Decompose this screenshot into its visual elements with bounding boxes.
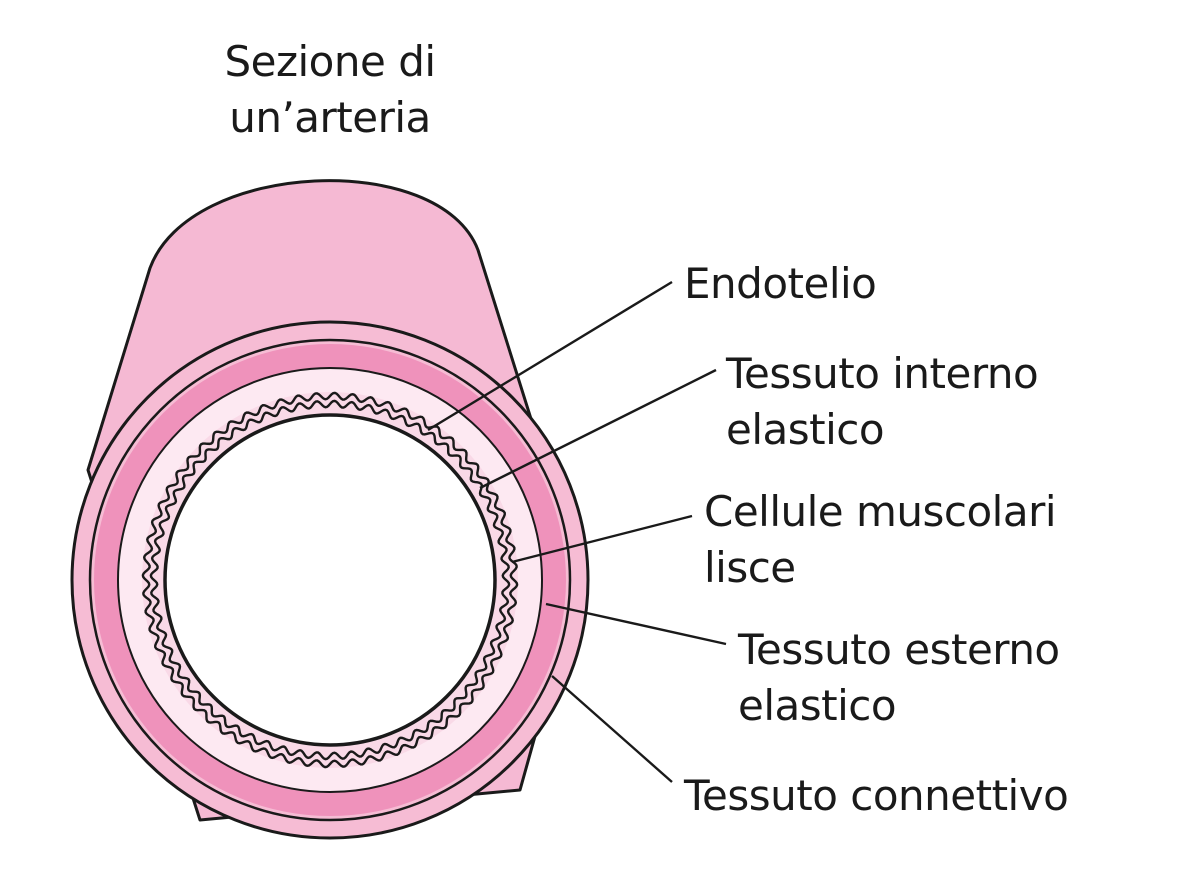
title-line-2: un’arteria	[229, 93, 431, 142]
label-tessuto-interno: Tessuto interno elastico	[726, 346, 1039, 458]
leader-cellule-muscolari	[511, 514, 693, 564]
leader-tessuto-interno	[479, 368, 717, 490]
leader-endotelio	[427, 280, 673, 432]
diagram-title: Sezione di un’arteria	[190, 34, 470, 146]
label-tessuto-connettivo-text: Tessuto connettivo	[684, 771, 1069, 820]
label-cellule-muscolari-line-1: Cellule muscolari	[704, 487, 1057, 536]
label-tessuto-esterno: Tessuto esterno elastico	[738, 622, 1060, 734]
label-endotelio-text: Endotelio	[684, 259, 877, 308]
label-endotelio: Endotelio	[684, 256, 877, 312]
internal-elastic-wave-outer	[141, 391, 519, 769]
external-elastic-line	[88, 338, 572, 822]
label-tessuto-interno-line-2: elastico	[726, 405, 885, 454]
label-tessuto-esterno-line-1: Tessuto esterno	[738, 625, 1060, 674]
lumen-endothelium	[163, 413, 497, 747]
label-cellule-muscolari-line-2: lisce	[704, 543, 796, 592]
leader-tessuto-esterno	[545, 602, 727, 646]
label-tessuto-esterno-line-2: elastico	[738, 681, 897, 730]
internal-elastic-wave-inner	[149, 399, 511, 761]
label-tessuto-interno-line-1: Tessuto interno	[726, 349, 1039, 398]
label-tessuto-connettivo: Tessuto connettivo	[684, 768, 1069, 824]
label-cellule-muscolari: Cellule muscolari lisce	[704, 484, 1057, 596]
leader-tessuto-connettivo	[551, 675, 673, 783]
title-line-1: Sezione di	[224, 37, 436, 86]
